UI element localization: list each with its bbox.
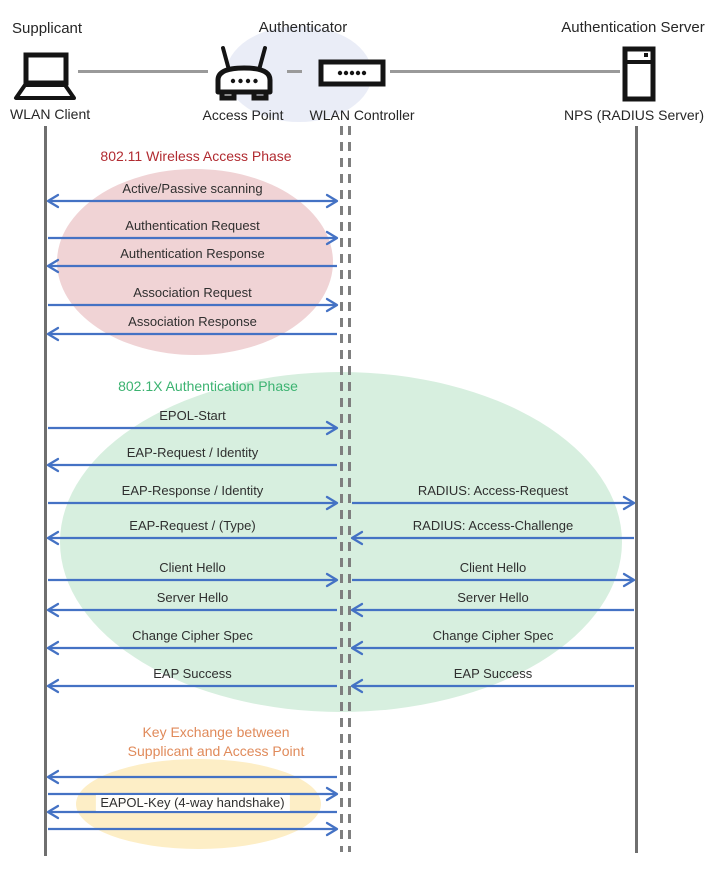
- message-label: RADIUS: Access-Challenge: [412, 518, 574, 533]
- message-label: Active/Passive scanning: [122, 181, 263, 196]
- message-label: Client Hello: [159, 560, 226, 575]
- message-label: Association Request: [133, 285, 252, 300]
- message-arrow: [46, 457, 337, 473]
- message-arrow: [46, 769, 337, 785]
- message-label: Change Cipher Spec: [132, 628, 253, 643]
- message-arrow: [350, 678, 634, 694]
- message-arrow: [46, 804, 337, 820]
- message-label: Client Hello: [459, 560, 527, 575]
- message-arrow: [46, 640, 337, 656]
- wlan-controller-icon: [318, 59, 386, 87]
- phase1-title: 802.11 Wireless Access Phase: [100, 148, 292, 164]
- phase3-title-line2: Supplicant and Access Point: [127, 743, 305, 759]
- message-arrow: [350, 530, 634, 546]
- message-arrow: [350, 602, 634, 618]
- message-arrow: [48, 821, 339, 837]
- message-label: Association Response: [128, 314, 257, 329]
- device-label-access-point: Access Point: [202, 107, 284, 123]
- message-label: Server Hello: [156, 590, 229, 605]
- message-arrow: [46, 326, 337, 342]
- phase3-title-line1: Key Exchange between: [142, 724, 290, 740]
- lifeline-server: [635, 126, 638, 853]
- device-label-nps-radius: NPS (RADIUS Server): [563, 107, 705, 123]
- message-label: EAP-Request / (Type): [129, 518, 256, 533]
- message-arrow: [46, 258, 337, 274]
- message-label: Authentication Request: [125, 218, 260, 233]
- message-label: Change Cipher Spec: [432, 628, 554, 643]
- phase3-title: Key Exchange between Supplicant and Acce…: [128, 723, 305, 761]
- message-label: EAPOL-Key (4-way handshake): [95, 795, 290, 811]
- message-arrow: [48, 572, 339, 588]
- device-label-wlan-client: WLAN Client: [10, 106, 91, 122]
- role-label-authentication-server: Authentication Server: [561, 19, 705, 36]
- lifeline-supplicant: [44, 126, 47, 856]
- message-arrow: [48, 786, 339, 802]
- message-arrow: [46, 193, 339, 209]
- message-arrow: [352, 495, 636, 511]
- connector-controller-server: [390, 70, 620, 73]
- connector-client-ap: [78, 70, 208, 73]
- message-arrow: [48, 495, 339, 511]
- message-label: EPOL-Start: [159, 408, 226, 423]
- message-label: EAP Success: [153, 666, 232, 681]
- role-label-supplicant: Supplicant: [12, 20, 83, 37]
- message-label: Server Hello: [457, 590, 529, 605]
- message-arrow: [48, 297, 339, 313]
- message-arrow: [46, 530, 337, 546]
- connector-ap-controller-dash: [287, 70, 302, 73]
- message-label: EAP-Response / Identity: [121, 483, 264, 498]
- device-label-wlan-controller: WLAN Controller: [309, 107, 415, 123]
- message-arrow: [352, 572, 636, 588]
- lifeline-controller-right: [348, 126, 351, 852]
- message-label: Authentication Response: [120, 246, 265, 261]
- server-icon: [622, 46, 656, 102]
- lifeline-controller-left: [340, 126, 343, 852]
- role-label-authenticator: Authenticator: [258, 19, 348, 36]
- access-point-icon: [215, 46, 273, 101]
- phase2-title: 802.1X Authentication Phase: [118, 378, 298, 394]
- message-label: RADIUS: Access-Request: [417, 483, 569, 498]
- message-arrow: [46, 678, 337, 694]
- message-arrow: [48, 420, 339, 436]
- message-arrow: [46, 602, 337, 618]
- message-label: EAP-Request / Identity: [126, 445, 259, 460]
- laptop-icon: [14, 52, 76, 100]
- message-label: EAP Success: [453, 666, 533, 681]
- message-arrow: [350, 640, 634, 656]
- message-arrow: [48, 230, 339, 246]
